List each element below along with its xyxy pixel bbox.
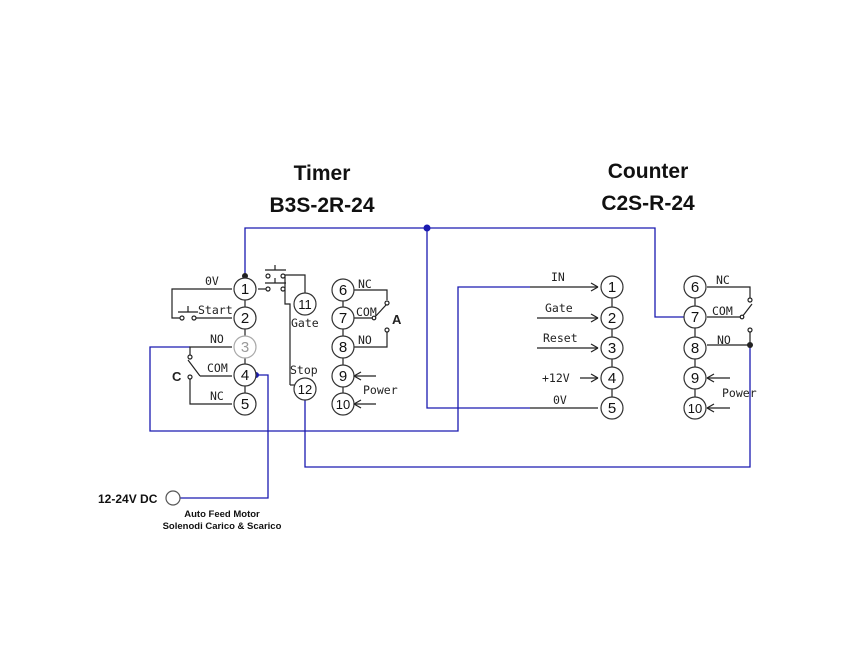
- svg-text:3: 3: [241, 339, 249, 356]
- timer-title: Timer: [294, 162, 351, 185]
- timer-pin-6: 6: [331, 278, 355, 302]
- timer-0v-label: 0V: [205, 274, 219, 288]
- svg-text:1: 1: [241, 281, 249, 298]
- counter-power-arrows: [706, 373, 730, 413]
- counter-title: Counter: [608, 160, 689, 183]
- timer-pin-2: 2: [233, 306, 257, 330]
- timer-pin-7: 7: [331, 306, 355, 330]
- counter-pin-7: 7: [683, 305, 707, 329]
- svg-text:3: 3: [608, 340, 616, 357]
- timer-pin-8: 8: [331, 335, 355, 359]
- timer-contact-c: [187, 354, 201, 380]
- counter-power-label: Power: [722, 386, 757, 400]
- timer-nc-a-label: NC: [358, 277, 372, 291]
- timer-power-arrows: [353, 371, 376, 409]
- svg-text:10: 10: [336, 397, 350, 412]
- svg-text:4: 4: [608, 370, 616, 387]
- counter-pin-1: 1: [600, 275, 624, 299]
- svg-text:7: 7: [691, 309, 699, 326]
- counter-pin-5: 5: [600, 396, 624, 420]
- svg-text:2: 2: [608, 310, 616, 327]
- supply-terminal: [165, 490, 181, 506]
- svg-text:5: 5: [241, 396, 249, 413]
- counter-reset-label: Reset: [543, 331, 578, 345]
- supply-note-line2: Solenodi Carico & Scarico: [163, 521, 282, 532]
- wire-stop-counter-no: [304, 345, 751, 468]
- contact-a-label: A: [392, 312, 402, 327]
- counter-pin-3: 3: [600, 336, 624, 360]
- timer-pin-11: 11: [293, 292, 317, 316]
- svg-text:6: 6: [691, 279, 699, 296]
- counter-0v-label: 0V: [553, 393, 567, 407]
- counter-com-label: COM: [712, 304, 733, 318]
- junction-dot: [423, 224, 431, 232]
- wire-com-supply: [180, 374, 269, 499]
- timer-model: B3S-2R-24: [269, 194, 374, 217]
- svg-text:5: 5: [608, 400, 616, 417]
- svg-text:6: 6: [339, 282, 347, 299]
- gate-switch: [242, 265, 286, 292]
- timer-pin-3: 3: [233, 335, 257, 359]
- timer-contact-a: [354, 289, 390, 348]
- counter-nc-label: NC: [716, 273, 730, 287]
- timer-com-label: COM: [207, 361, 228, 375]
- svg-text:8: 8: [339, 339, 347, 356]
- counter-pin-9: 9: [683, 366, 707, 390]
- svg-text:2: 2: [241, 310, 249, 327]
- timer-pins: 1 2 3 4 5 6 7 8 9 10 11 12: [233, 277, 355, 416]
- timer-pin-4: 4: [233, 363, 257, 387]
- counter-pin-8: 8: [683, 336, 707, 360]
- svg-text:12: 12: [298, 382, 312, 397]
- counter-input-arrows: [530, 282, 599, 409]
- stop-label: Stop: [290, 363, 318, 377]
- contact-c-label: C: [172, 369, 182, 384]
- timer-com-a-label: COM: [356, 305, 377, 319]
- counter-pin-6: 6: [683, 275, 707, 299]
- timer-pin-1: 1: [233, 277, 257, 301]
- counter-pins: 1 2 3 4 5 6 7 8 9 10: [600, 275, 707, 420]
- supply-note-line1: Auto Feed Motor: [184, 509, 260, 520]
- wire-bus-counter-0v: [426, 228, 530, 409]
- svg-text:9: 9: [691, 370, 699, 387]
- timer-pin-10: 10: [331, 392, 355, 416]
- timer-power-label: Power: [363, 383, 398, 397]
- svg-text:8: 8: [691, 340, 699, 357]
- timer-no-a-label: NO: [358, 333, 372, 347]
- timer-no-label: NO: [210, 332, 224, 346]
- counter-model: C2S-R-24: [601, 192, 695, 215]
- counter-pin-10: 10: [683, 396, 707, 420]
- svg-text:9: 9: [339, 368, 347, 385]
- start-push-button: [178, 306, 198, 321]
- counter-pin-4: 4: [600, 366, 624, 390]
- counter-12v-label: +12V: [542, 371, 570, 385]
- wire-timer-no-counter-in: [149, 286, 530, 432]
- counter-no-label: NO: [717, 333, 731, 347]
- start-label: Start: [198, 303, 233, 317]
- wire-timer1-counter7: [244, 227, 688, 318]
- svg-text:7: 7: [339, 310, 347, 327]
- timer-nc-label: NC: [210, 389, 224, 403]
- counter-gate-label: Gate: [545, 301, 573, 315]
- counter-pin-2: 2: [600, 306, 624, 330]
- svg-text:11: 11: [298, 297, 312, 312]
- counter-relay-contact: [707, 286, 753, 348]
- blue-wiring: [149, 224, 751, 499]
- gate-label: Gate: [291, 316, 319, 330]
- timer-pin-5: 5: [233, 392, 257, 416]
- svg-text:10: 10: [688, 401, 702, 416]
- svg-text:1: 1: [608, 279, 616, 296]
- timer-pin-12: 12: [293, 377, 317, 401]
- timer-pin-9: 9: [331, 364, 355, 388]
- counter-in-label: IN: [551, 270, 565, 284]
- svg-text:4: 4: [241, 367, 249, 384]
- supply-label: 12-24V DC: [98, 492, 158, 506]
